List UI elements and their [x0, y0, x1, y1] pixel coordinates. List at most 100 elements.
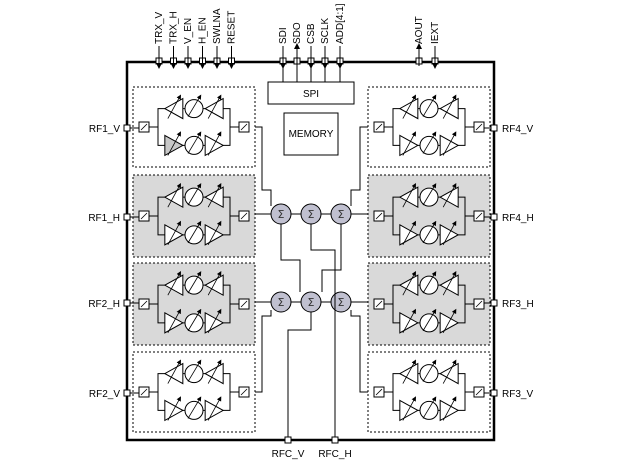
amplifier-icon — [439, 399, 460, 422]
amplifier-icon — [399, 312, 419, 334]
svg-text:Σ: Σ — [338, 296, 345, 309]
amplifier-icon — [163, 274, 184, 296]
svg-text:IEXT: IEXT — [430, 22, 441, 44]
port-rf4-h: RF4_H — [484, 213, 534, 224]
cell-rf2-v — [132, 351, 256, 433]
pin-csb: CSB — [306, 23, 317, 69]
port-rfc-h: RFC_H — [318, 436, 352, 460]
amplifier-icon — [398, 186, 419, 208]
svg-text:AOUT: AOUT — [414, 16, 425, 44]
amplifier-icon — [204, 274, 224, 296]
cell-rf4-h — [367, 174, 491, 258]
ports: RF1_V RF1_H RF2_H RF2_V RF4_V RF4_H RF3_H RF3_V… — [88, 124, 533, 460]
svg-text:Σ: Σ — [338, 208, 345, 221]
svg-text:SWLNA: SWLNA — [212, 8, 223, 44]
svg-text:SDO: SDO — [292, 22, 303, 44]
svg-text:RF3_H: RF3_H — [502, 299, 534, 310]
amplifier-icon — [439, 362, 459, 385]
amplifier-icon — [164, 399, 184, 422]
amplifier-icon — [439, 274, 459, 296]
cell-rf2-h — [132, 262, 256, 346]
svg-text:RF3_V: RF3_V — [502, 389, 533, 400]
summer-icon: Σ — [300, 203, 322, 225]
svg-text:RF4_V: RF4_V — [502, 124, 533, 135]
summer-icon: Σ — [330, 203, 352, 225]
pin-iext: IEXT — [430, 22, 441, 69]
port-rf3-h: RF3_H — [484, 299, 534, 310]
amplifier-icon — [163, 97, 184, 120]
svg-text:RF2_V: RF2_V — [89, 389, 120, 400]
amplifier-icon — [204, 186, 224, 208]
amplifier-icon — [204, 134, 225, 157]
svg-text:RF1_V: RF1_V — [89, 124, 120, 135]
phase-shifter-icon — [419, 135, 439, 155]
svg-text:ADD[4:1]: ADD[4:1] — [335, 3, 346, 44]
svg-text:RESET: RESET — [227, 11, 238, 44]
spi-label: SPI — [303, 89, 319, 100]
svg-text:Σ: Σ — [308, 296, 315, 309]
amplifier-icon — [164, 312, 184, 334]
phase-shifter-icon — [184, 275, 204, 295]
summer-icon: Σ — [270, 203, 292, 225]
rf-cells — [132, 86, 491, 433]
port-rf2-h: RF2_H — [88, 299, 139, 310]
amplifier-icon — [164, 134, 184, 157]
cell-rf1-h — [132, 174, 256, 258]
svg-text:Σ: Σ — [278, 208, 285, 221]
phase-shifter-icon — [419, 225, 439, 245]
phase-shifter-icon — [184, 187, 204, 207]
svg-text:V_EN: V_EN — [183, 18, 194, 44]
svg-text:RFC_H: RFC_H — [318, 449, 351, 460]
port-rf3-v: RF3_V — [484, 389, 533, 400]
amplifier-icon — [398, 362, 419, 385]
svg-text:Σ: Σ — [308, 208, 315, 221]
port-rf2-v: RF2_V — [89, 389, 139, 400]
cell-rf4-v — [367, 86, 491, 168]
summer-icon: Σ — [300, 291, 322, 313]
svg-text:RF1_H: RF1_H — [88, 213, 120, 224]
phase-shifter-icon — [419, 187, 439, 207]
port-rfc-v: RFC_V — [272, 436, 305, 460]
cell-rf3-h — [367, 262, 491, 346]
summer-icon: Σ — [330, 291, 352, 313]
amplifier-icon — [204, 312, 225, 334]
phase-shifter-icon — [184, 135, 204, 155]
amplifier-icon — [204, 97, 224, 120]
amplifier-icon — [399, 134, 419, 157]
phase-shifter-icon — [419, 313, 439, 333]
port-rf1-h: RF1_H — [88, 213, 139, 224]
phase-shifter-icon — [419, 275, 439, 295]
amplifier-icon — [163, 362, 184, 385]
amplifier-icon — [439, 312, 460, 334]
phase-shifter-icon — [419, 364, 439, 384]
amplifier-icon — [399, 399, 419, 422]
amplifier-icon — [163, 186, 184, 208]
pin-trx-h: TRX_H — [169, 11, 180, 69]
svg-text:SDI: SDI — [278, 27, 289, 44]
pin-reset: RESET — [227, 11, 238, 69]
svg-text:RFC_V: RFC_V — [272, 449, 305, 460]
spi-block: SPI — [267, 81, 355, 105]
pin-swlna: SWLNA — [212, 8, 223, 69]
amplifier-icon — [398, 274, 419, 296]
amplifier-icon — [204, 399, 225, 422]
pin-aout: AOUT — [414, 16, 425, 66]
pin-sdi: SDI — [278, 27, 289, 69]
amplifier-icon — [439, 97, 459, 120]
port-rf1-v: RF1_V — [89, 124, 139, 135]
svg-text:TRX_H: TRX_H — [169, 11, 180, 44]
amplifier-icon — [439, 224, 460, 246]
pin-h-en: H_EN — [198, 17, 209, 69]
phase-shifter-icon — [184, 313, 204, 333]
amplifier-icon — [439, 134, 460, 157]
phase-shifter-icon — [184, 364, 204, 384]
phase-shifter-icon — [419, 99, 439, 119]
svg-text:Σ: Σ — [278, 296, 285, 309]
phase-shifter-icon — [184, 99, 204, 119]
svg-text:SCLK: SCLK — [320, 18, 331, 44]
amplifier-icon — [164, 224, 184, 246]
wires — [255, 126, 368, 440]
amplifier-icon — [204, 224, 225, 246]
